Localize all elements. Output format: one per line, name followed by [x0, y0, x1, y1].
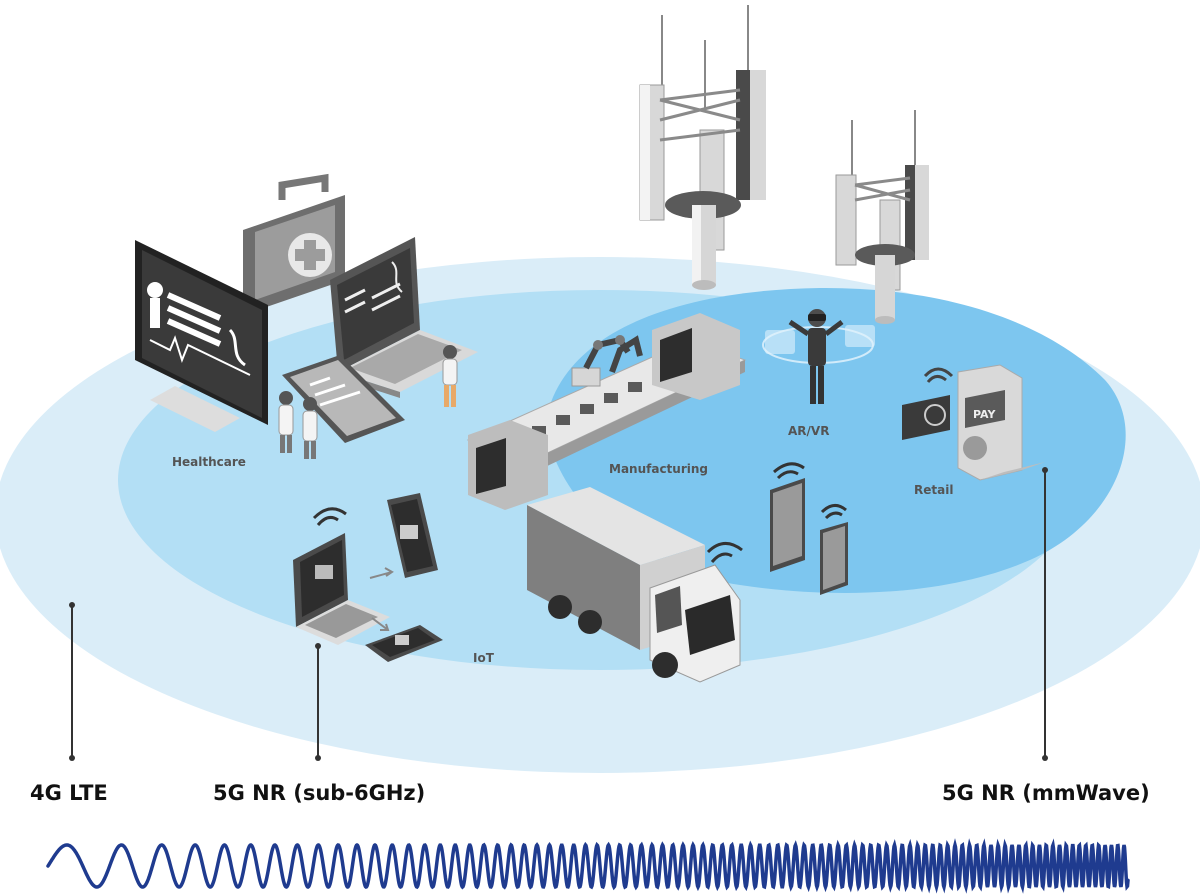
band-label-mmwave: 5G NR (mmWave)	[942, 781, 1150, 805]
tablet-icon	[282, 355, 405, 443]
zone-label-iot: IoT	[473, 651, 495, 665]
monitor-icon	[135, 240, 268, 432]
leader-line-sub6	[315, 643, 321, 761]
medical-kit-icon	[243, 173, 345, 315]
cell-tower-icon	[835, 110, 929, 324]
pay-label: PAY	[973, 408, 997, 421]
cell-tower-icon	[639, 5, 766, 290]
robot-arm-icon	[571, 335, 643, 387]
conveyor-belt-icon	[466, 313, 747, 510]
payment-terminal-icon: PAY	[902, 364, 1045, 481]
iot-laptop-icon	[293, 507, 390, 645]
vr-user-icon	[762, 309, 875, 404]
frequency-wave	[46, 838, 1130, 894]
zone-label-healthcare: Healthcare	[172, 455, 246, 469]
laptop-icon	[330, 237, 478, 398]
band-label-sub6: 5G NR (sub-6GHz)	[213, 781, 425, 805]
smartphone-icon	[770, 462, 848, 595]
zone-label-retail: Retail	[914, 483, 953, 497]
zone-label-arvr: AR/VR	[788, 424, 829, 438]
iot-tablet-icon	[387, 493, 438, 578]
doctor-figure-icon	[278, 345, 458, 459]
data-transfer-arrows-icon	[369, 567, 394, 631]
band-label-lte: 4G LTE	[30, 781, 108, 805]
truck-icon	[527, 487, 743, 683]
iot-phone-icon	[365, 625, 443, 662]
zone-label-manufacturing: Manufacturing	[609, 462, 708, 476]
leader-line-lte	[69, 602, 75, 761]
leader-line-mmwave	[1042, 467, 1048, 761]
